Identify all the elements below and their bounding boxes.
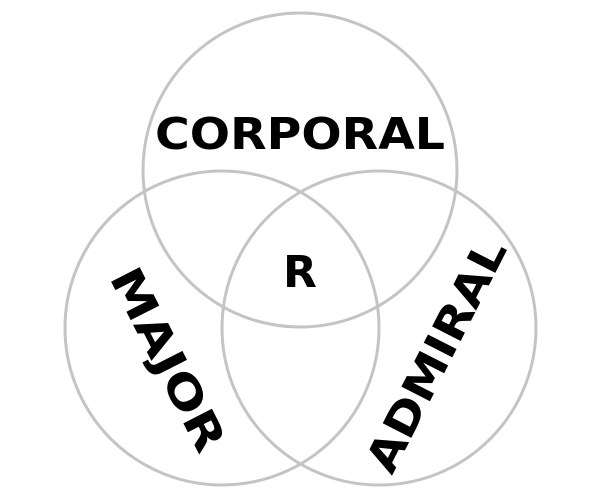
label-center: R bbox=[283, 247, 317, 298]
label-left-set: MAJOR bbox=[99, 259, 235, 460]
label-right-set: ADMIRAL bbox=[356, 231, 517, 481]
label-left-group: MAJOR bbox=[99, 259, 235, 460]
circle-right bbox=[220, 169, 538, 487]
label-right-group: ADMIRAL bbox=[356, 231, 517, 481]
label-top-set: CORPORAL bbox=[155, 109, 445, 160]
circle-top bbox=[141, 11, 459, 329]
circle-left bbox=[63, 169, 381, 487]
